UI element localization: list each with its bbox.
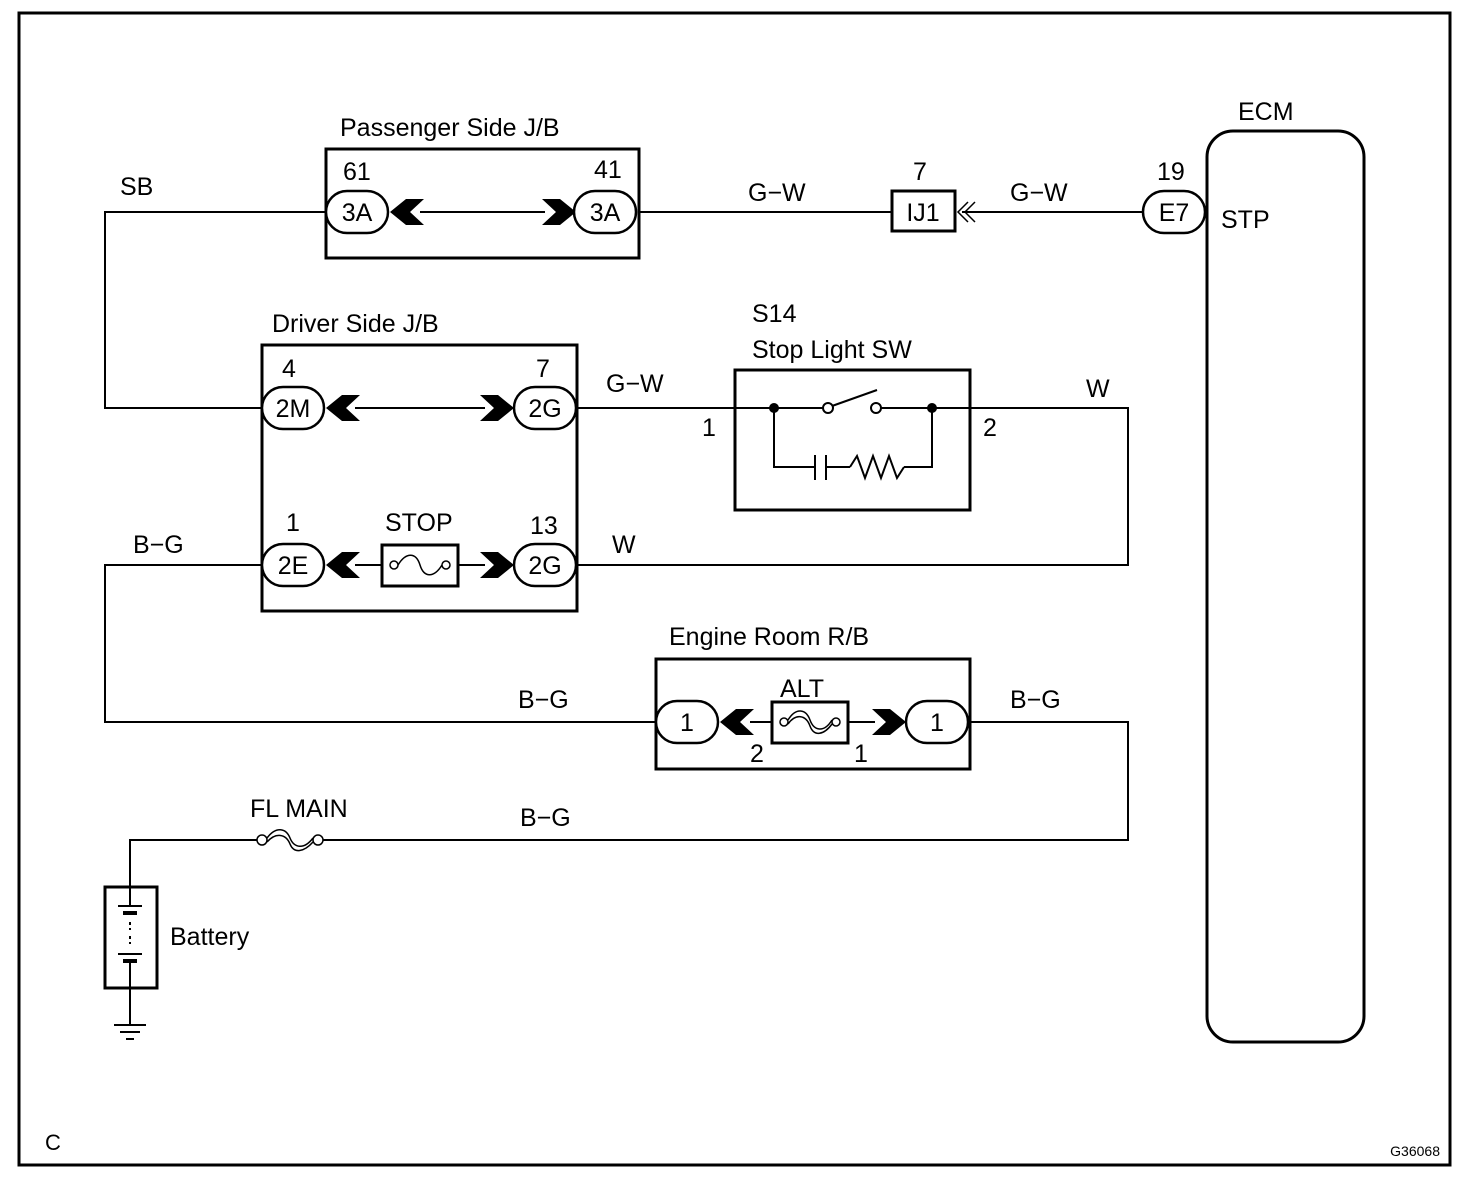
svg-text:4: 4 bbox=[282, 355, 296, 383]
driver-jb-connector-2e bbox=[260, 542, 326, 588]
svg-text:3A: 3A bbox=[342, 199, 373, 227]
engine-room-rb: Engine Room R/B 1 ALT 2 1 1 bbox=[654, 623, 972, 771]
wire-label-bg-er-right: B−G bbox=[1010, 686, 1061, 714]
svg-text:E7: E7 bbox=[1159, 199, 1190, 227]
ecm-pin-number: 19 bbox=[1157, 158, 1185, 186]
passenger-jb-right-connector bbox=[572, 189, 638, 235]
passenger-jb-right-terminal-icon bbox=[542, 199, 576, 225]
ij1-pin: 7 bbox=[913, 158, 927, 186]
driver-jb-2g-bottom-terminal-icon bbox=[480, 552, 514, 578]
wire-label-w-sw: W bbox=[1086, 375, 1110, 403]
wire-labels: SB G−W G−W G−W W W B−G B−G B−G B−G bbox=[120, 173, 1110, 832]
stop-light-sw-title: Stop Light SW bbox=[752, 336, 912, 364]
passenger-jb-right-pin: 41 bbox=[594, 156, 622, 184]
svg-text:1: 1 bbox=[286, 509, 300, 537]
passenger-jb-title: Passenger Side J/B bbox=[340, 114, 560, 142]
wire-label-gw-pass: G−W bbox=[748, 179, 806, 207]
ecm-title: ECM bbox=[1238, 98, 1294, 126]
ecm-connector-e7 bbox=[1141, 189, 1207, 235]
junction-ij1: 7 IJ1 bbox=[890, 158, 976, 233]
stop-light-switch: S14 Stop Light SW 1 2 bbox=[702, 300, 997, 512]
svg-text:2E: 2E bbox=[278, 552, 309, 580]
battery-label: Battery bbox=[170, 923, 250, 951]
alt-fuse-icon bbox=[770, 700, 850, 745]
driver-side-jb: Driver Side J/B 4 2M 7 2G 1 2E STOP 13 2… bbox=[260, 310, 579, 613]
svg-text:1: 1 bbox=[702, 414, 716, 442]
svg-text:2G: 2G bbox=[528, 395, 561, 423]
driver-jb-2g-top-terminal-icon bbox=[480, 395, 514, 421]
driver-jb-2e-terminal-icon bbox=[326, 552, 360, 578]
fl-main-label: FL MAIN bbox=[250, 795, 348, 823]
diagram-frame bbox=[17, 11, 1452, 1167]
battery: Battery bbox=[103, 885, 250, 1040]
driver-jb-2m-terminal-icon bbox=[326, 395, 360, 421]
stop-fuse-icon bbox=[380, 543, 460, 588]
ecm: ECM 19 E7 STP bbox=[1141, 98, 1366, 1044]
wire-label-gw-ecm: G−W bbox=[1010, 179, 1068, 207]
svg-text:3A: 3A bbox=[590, 199, 621, 227]
wire-label-w-stop: W bbox=[612, 531, 636, 559]
corner-letter: C bbox=[45, 1130, 61, 1155]
engine-room-right-connector bbox=[904, 699, 970, 745]
stop-fuse-label: STOP bbox=[385, 509, 453, 537]
wire-label-bg-driver: B−G bbox=[133, 531, 184, 559]
driver-jb-connector-2g-top bbox=[512, 385, 578, 431]
passenger-jb-left-pin: 61 bbox=[343, 158, 371, 186]
svg-text:1: 1 bbox=[930, 709, 944, 737]
fl-main-fuse: FL MAIN bbox=[250, 795, 348, 852]
engine-room-left-connector bbox=[654, 699, 720, 745]
svg-text:2G: 2G bbox=[528, 552, 561, 580]
svg-text:7: 7 bbox=[536, 355, 550, 383]
passenger-jb-left-connector bbox=[324, 189, 390, 235]
engine-room-left-terminal-icon bbox=[720, 709, 754, 735]
switch-contact-icon bbox=[831, 389, 878, 407]
wire-label-bg-er-left: B−G bbox=[518, 686, 569, 714]
stop-light-sw-code: S14 bbox=[752, 300, 797, 328]
driver-jb-connector-2g-bottom bbox=[512, 542, 578, 588]
svg-text:2: 2 bbox=[983, 414, 997, 442]
fusible-link-icon bbox=[266, 829, 314, 847]
svg-text:IJ1: IJ1 bbox=[906, 199, 939, 227]
alt-fuse-label: ALT bbox=[780, 675, 824, 703]
wire-label-sb: SB bbox=[120, 173, 153, 201]
svg-text:1: 1 bbox=[854, 740, 868, 768]
ij1-female-terminal-icon bbox=[956, 201, 969, 223]
resistor-icon bbox=[849, 453, 905, 481]
wire-label-bg-fl-main: B−G bbox=[520, 804, 571, 832]
driver-jb-connector-2m bbox=[260, 385, 326, 431]
figure-code: G36068 bbox=[1390, 1143, 1440, 1159]
engine-room-right-terminal-icon bbox=[872, 709, 906, 735]
passenger-side-jb: Passenger Side J/B 61 3A 41 3A bbox=[324, 114, 641, 260]
svg-text:2M: 2M bbox=[276, 395, 311, 423]
engine-room-rb-title: Engine Room R/B bbox=[669, 623, 869, 651]
driver-jb-title: Driver Side J/B bbox=[272, 310, 439, 338]
svg-text:1: 1 bbox=[680, 709, 694, 737]
svg-text:13: 13 bbox=[530, 512, 558, 540]
ecm-terminal-stp: STP bbox=[1221, 206, 1270, 234]
wires bbox=[104, 211, 1145, 1024]
passenger-jb-left-terminal-icon bbox=[390, 199, 424, 225]
svg-text:2: 2 bbox=[750, 740, 764, 768]
wire-label-gw-driver: G−W bbox=[606, 370, 664, 398]
